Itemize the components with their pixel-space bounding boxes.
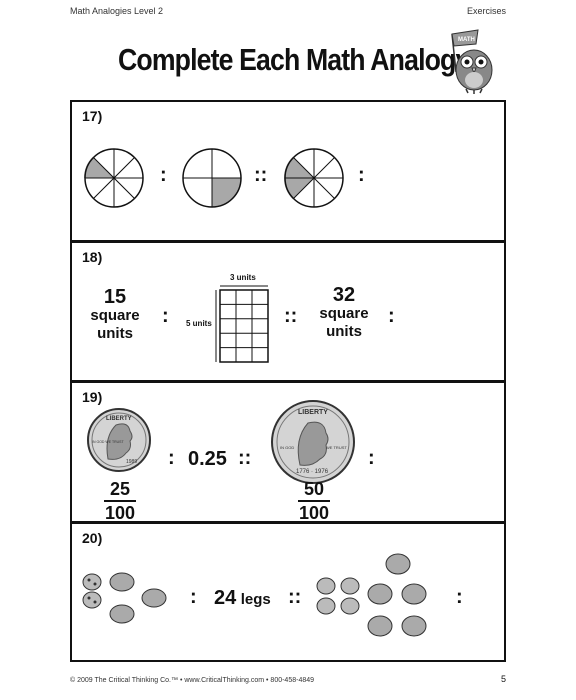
fraction-25-100: 25 100 bbox=[90, 479, 150, 523]
fraction-denominator: 100 bbox=[104, 503, 136, 523]
fraction-50-100: 50 100 bbox=[284, 479, 344, 523]
fraction-denominator: 100 bbox=[298, 503, 330, 523]
colon: : bbox=[190, 586, 197, 608]
problem-number: 19) bbox=[82, 389, 103, 405]
legs-value-group: 24 legs bbox=[214, 588, 271, 609]
fraction-numerator: 25 bbox=[109, 479, 131, 499]
fraction-bar bbox=[298, 500, 330, 502]
flag-text: MATH bbox=[458, 37, 475, 43]
coin-top-text: LIBERTY bbox=[106, 416, 132, 422]
right-area: 32 square units bbox=[304, 285, 384, 341]
header-left: Math Analogies Level 2 bbox=[70, 6, 164, 16]
coin-motto-right: WE TRUST bbox=[326, 445, 347, 450]
page-number: 5 bbox=[500, 674, 506, 684]
footer-text: © 2009 The Critical Thinking Co.™ • www.… bbox=[70, 677, 315, 684]
circle-eighths-shaded-icon bbox=[284, 148, 344, 208]
legs-unit: legs bbox=[240, 591, 271, 608]
problem-17: 17) : :: : bbox=[70, 100, 506, 242]
colon: : bbox=[160, 164, 167, 186]
left-area: 15 square units bbox=[80, 287, 150, 343]
double-colon: :: bbox=[284, 305, 298, 327]
quarter-coin-icon: LIBERTY IN GOD WE TRUST 1989 bbox=[87, 408, 151, 472]
problem-20: 20) : 24 legs :: : bbox=[70, 522, 506, 662]
rectangle-grid-icon bbox=[215, 285, 269, 363]
right-unit: square bbox=[319, 305, 369, 322]
legs-number: 24 bbox=[214, 587, 237, 609]
colon: : bbox=[162, 305, 169, 327]
half-dollar-coin-icon: LIBERTY IN GOD WE TRUST 1776 · 1976 bbox=[271, 400, 355, 484]
coin-top-text: LIBERTY bbox=[298, 409, 328, 416]
problem-number: 18) bbox=[82, 249, 103, 265]
problem-19: 19) LIBERTY IN GOD WE TRUST 1989 25 100 … bbox=[70, 381, 506, 523]
decimal-value: 0.25 bbox=[188, 448, 227, 470]
colon: : bbox=[456, 586, 463, 608]
coin-year-text: 1776 · 1976 bbox=[296, 469, 329, 475]
left-unit: units bbox=[97, 325, 133, 342]
page-title: Complete Each Math Analogy bbox=[118, 42, 470, 77]
coin-year-text: 1989 bbox=[126, 459, 137, 465]
ladybugs-frogs-group-icon bbox=[82, 572, 167, 624]
coin-motto-left: IN GOD bbox=[280, 445, 294, 450]
double-colon: :: bbox=[254, 164, 268, 186]
left-value: 15 bbox=[103, 286, 127, 308]
ladybugs-frogs-group-icon bbox=[316, 553, 427, 637]
problem-number: 20) bbox=[82, 530, 103, 546]
circle-eighths-icon bbox=[84, 148, 144, 208]
right-unit: units bbox=[326, 323, 362, 340]
colon: : bbox=[388, 305, 395, 327]
colon: : bbox=[358, 164, 365, 186]
double-colon: :: bbox=[288, 586, 302, 608]
owl-mascot-icon: MATH bbox=[451, 29, 493, 94]
grid-height-label: 5 units bbox=[186, 319, 212, 328]
right-value: 32 bbox=[332, 284, 356, 306]
fraction-numerator: 50 bbox=[303, 479, 325, 499]
circle-quarters-icon bbox=[182, 148, 242, 208]
colon: : bbox=[168, 447, 175, 469]
header-right: Exercises bbox=[466, 6, 506, 16]
problem-number: 17) bbox=[82, 108, 103, 124]
double-colon: :: bbox=[238, 447, 252, 469]
fraction-bar bbox=[104, 500, 136, 502]
left-unit: square bbox=[90, 307, 140, 324]
coin-motto-text: IN GOD WE TRUST bbox=[92, 440, 124, 444]
grid-width-label: 3 units bbox=[230, 273, 256, 282]
colon: : bbox=[368, 447, 375, 469]
problem-18: 18) 15 square units : 3 units 5 units ::… bbox=[70, 241, 506, 382]
